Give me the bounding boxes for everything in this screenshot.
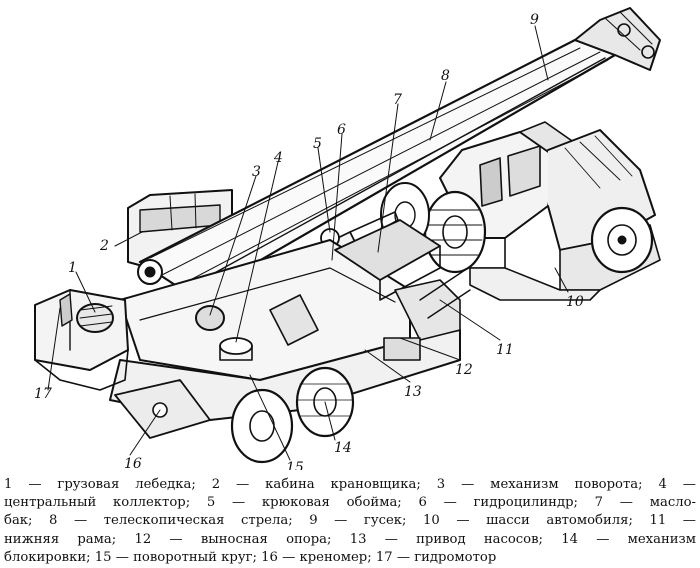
callout-6: 6 [337, 122, 346, 138]
legend-line-1: 1 — грузовая лебедка; 2 — кабина крановщ… [4, 477, 696, 492]
callout-16: 16 [124, 456, 142, 470]
callout-1: 1 [68, 260, 77, 276]
rotating-platform-drawing [119, 239, 411, 381]
callout-7: 7 [393, 92, 402, 108]
legend-line-3: бак; 8 — телескопическая стрела; 9 — гус… [4, 513, 696, 529]
cargo-winch-drawing [34, 289, 129, 391]
legend-caption: 1 — грузовая лебедка; 2 — кабина крановщ… [4, 476, 696, 567]
legend-line-2: центральный коллектор; 5 — крюковая обой… [4, 495, 696, 511]
callout-13: 13 [404, 384, 422, 400]
callout-10: 10 [566, 294, 584, 310]
callout-2: 2 [99, 238, 109, 254]
callout-17: 17 [34, 386, 52, 402]
callout-15: 15 [286, 460, 304, 470]
callout-4: 4 [273, 150, 283, 166]
callout-11: 11 [496, 342, 514, 358]
legend-line-5: блокировки; 15 — поворотный круг; 16 — к… [4, 549, 497, 565]
leader-lines [47, 25, 569, 461]
oil-tank-drawing [334, 219, 441, 301]
callout-12: 12 [455, 362, 473, 378]
callout-3: 3 [252, 164, 261, 180]
truck-crane-illustration: 1 2 3 4 5 6 7 8 9 10 11 12 13 14 15 16 1… [34, 7, 661, 470]
callout-5: 5 [313, 136, 322, 152]
callout-8: 8 [441, 68, 450, 84]
callout-14: 14 [334, 440, 352, 456]
legend-line-4: нижняя рама; 12 — выносная опора; 13 — п… [4, 531, 696, 547]
callout-9: 9 [530, 12, 539, 28]
